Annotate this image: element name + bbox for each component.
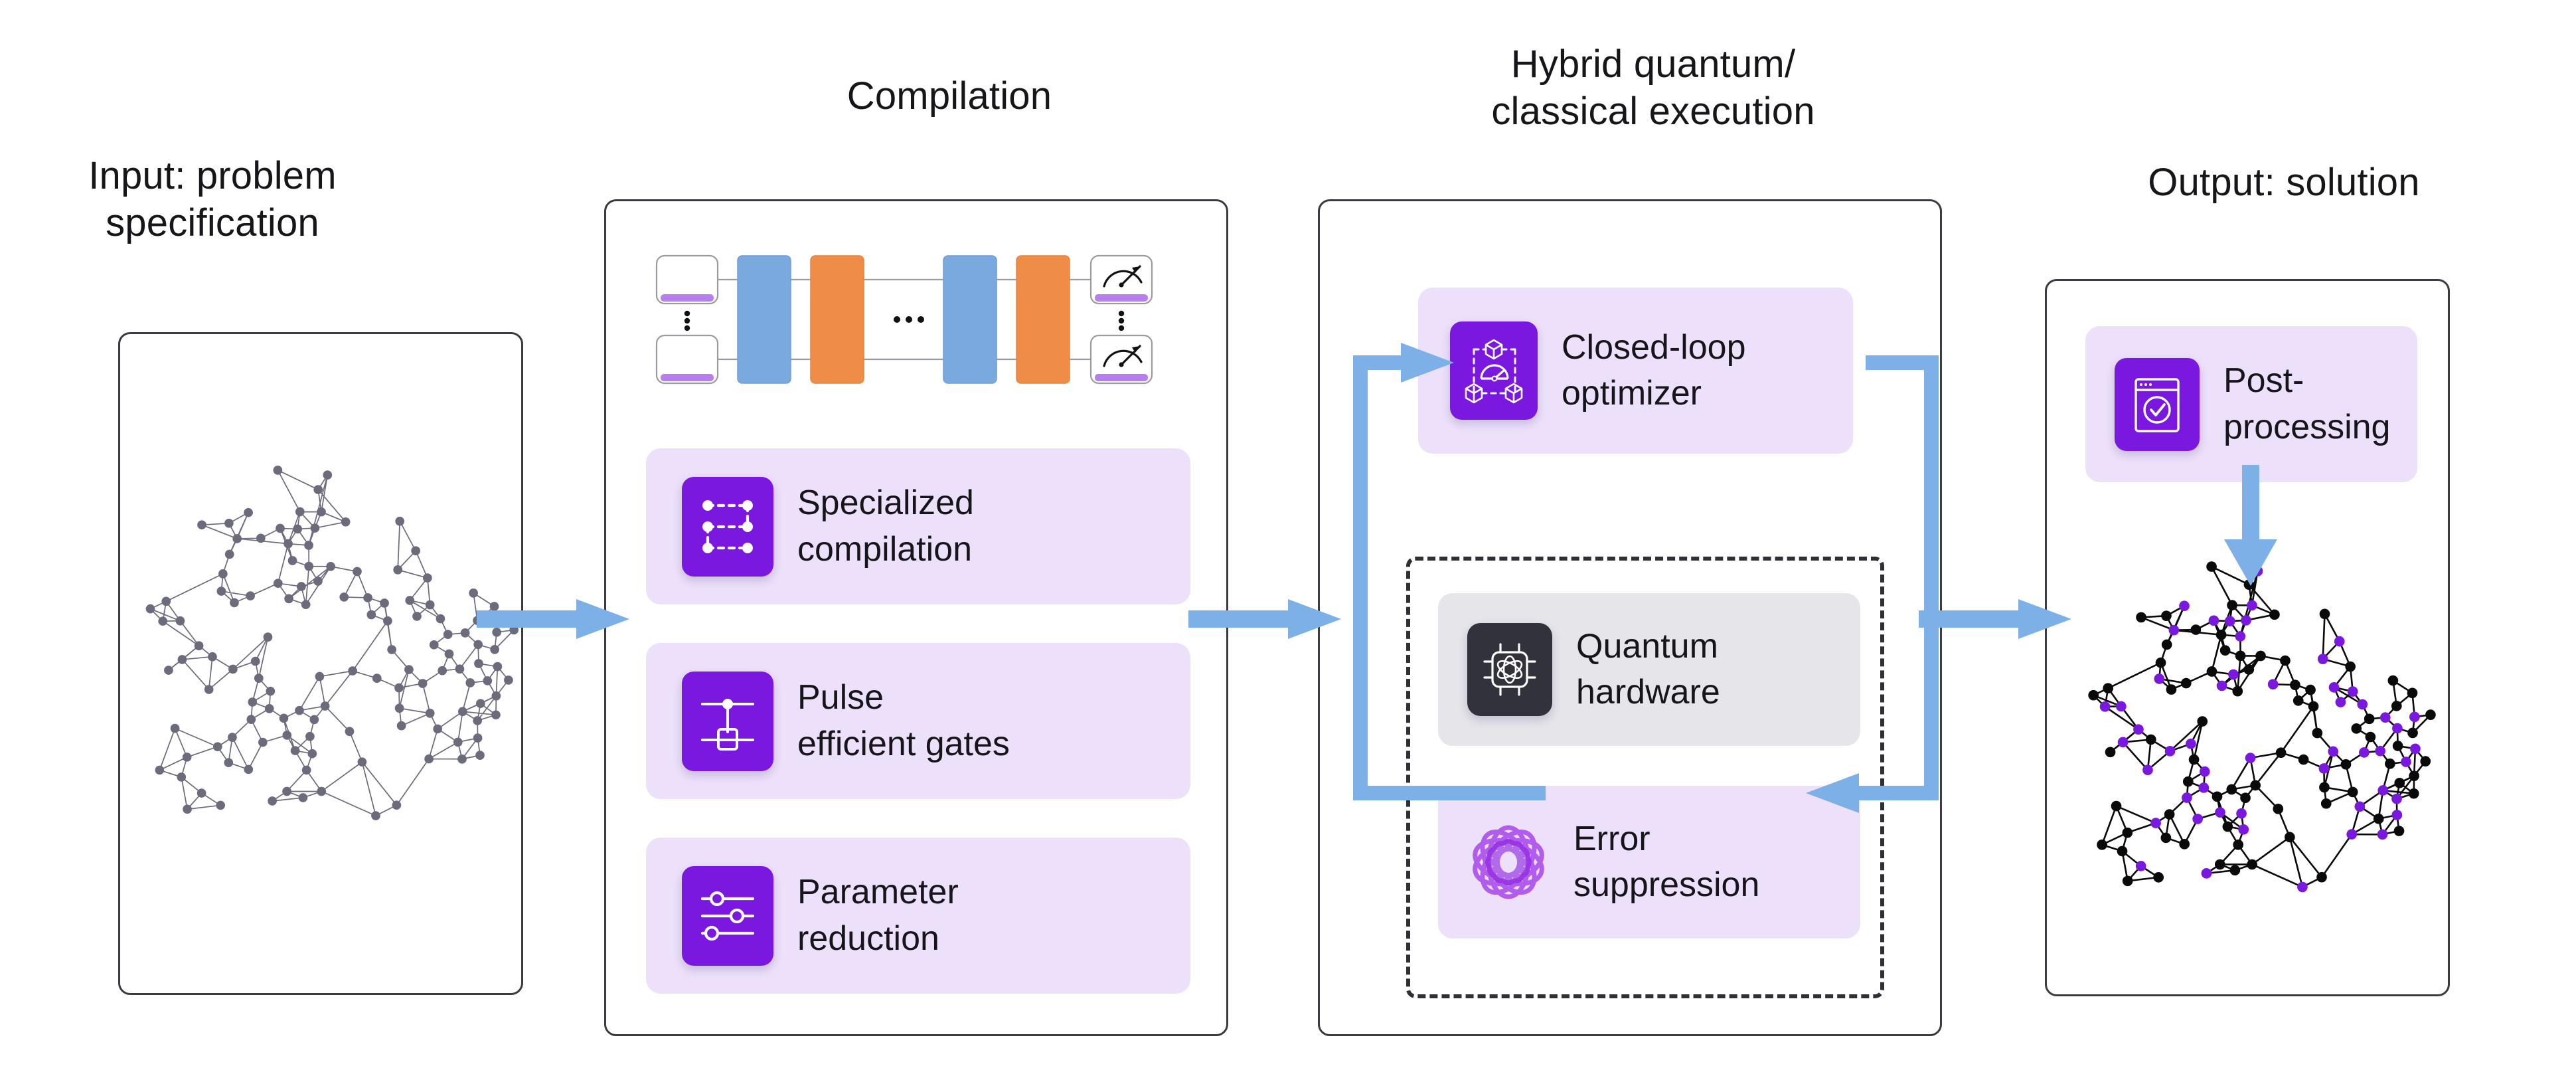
card-error-suppression-label: Error suppression — [1573, 816, 1759, 908]
label-line1: Error — [1573, 819, 1650, 858]
quantum-chip-icon — [1467, 623, 1552, 716]
card-specialized-compilation-label: Specialized compilation — [797, 480, 974, 572]
header-hybrid: Hybrid quantum/ classical execution — [1354, 41, 1952, 135]
card-specialized-compilation[interactable]: Specialized compilation — [646, 448, 1190, 604]
card-closed-loop-optimizer[interactable]: Closed-loop optimizer — [1418, 288, 1853, 454]
label-line2: processing — [2223, 407, 2391, 446]
panel-input — [118, 332, 523, 995]
card-pulse-efficient-gates[interactable]: Pulse efficient gates — [646, 643, 1190, 799]
sliders-icon — [682, 865, 773, 966]
header-input-line2: specification — [106, 201, 319, 244]
card-quantum-hardware-label: Quantum hardware — [1576, 624, 1720, 715]
header-hybrid-line2: classical execution — [1491, 89, 1815, 133]
label-line1: Pulse — [797, 678, 884, 717]
card-parameter-reduction-label: Parameter reduction — [797, 869, 959, 961]
label-line2: suppression — [1573, 865, 1760, 904]
qubit-init-box-bottom — [655, 334, 719, 385]
cubes-gauge-icon — [1450, 321, 1538, 420]
gate-block-blue-1 — [737, 255, 791, 384]
card-pulse-efficient-gates-label: Pulse efficient gates — [797, 675, 1010, 766]
measurement-box-top — [1089, 254, 1153, 305]
label-line1: Parameter — [797, 873, 959, 912]
qubit-vertical-ellipsis-right — [1118, 310, 1125, 331]
card-post-processing[interactable]: Post- processing — [2085, 326, 2417, 482]
qubit-vertical-ellipsis-left — [684, 310, 690, 331]
card-post-processing-label: Post- processing — [2223, 358, 2390, 450]
gate-block-orange-1 — [810, 255, 864, 384]
panel-compilation: Specialized compilation Pulse e — [604, 199, 1228, 1036]
header-input: Input: problem specification — [40, 153, 385, 247]
header-compilation-line1: Compilation — [846, 74, 1052, 118]
header-output-line1: Output: solution — [2148, 161, 2420, 204]
card-closed-loop-optimizer-label: Closed-loop optimizer — [1562, 325, 1746, 416]
output-graph — [2088, 561, 2436, 893]
circuit-horizontal-ellipsis — [894, 316, 924, 323]
label-line1: Quantum — [1576, 626, 1718, 666]
header-hybrid-line1: Hybrid quantum/ — [1510, 43, 1796, 86]
label-line2: hardware — [1576, 673, 1720, 711]
card-error-suppression[interactable]: Error suppression — [1438, 786, 1860, 939]
qubit-init-box-top — [655, 254, 719, 305]
label-line2: efficient gates — [797, 724, 1010, 763]
label-line1: Closed-loop — [1562, 327, 1746, 367]
cnot-gate-icon — [682, 671, 773, 771]
card-quantum-hardware[interactable]: Quantum hardware — [1438, 593, 1860, 746]
label-line1: Post- — [2223, 361, 2304, 401]
error-rosette-icon — [1462, 812, 1555, 912]
gate-block-blue-2 — [943, 255, 997, 384]
header-compilation: Compilation — [717, 73, 1182, 120]
card-parameter-reduction[interactable]: Parameter reduction — [646, 838, 1190, 994]
header-input-line1: Input: problem — [88, 154, 337, 197]
label-line1: Specialized — [797, 484, 974, 523]
dotted-grid-icon — [682, 476, 773, 577]
quantum-circuit-diagram — [645, 248, 1189, 401]
label-line2: reduction — [797, 919, 939, 958]
gate-block-orange-2 — [1016, 255, 1070, 384]
label-line2: optimizer — [1562, 374, 1702, 412]
header-output: Output: solution — [2045, 159, 2523, 207]
panel-output: Post- processing — [2045, 279, 2450, 996]
measurement-box-bottom — [1089, 334, 1153, 385]
label-line2: compilation — [797, 529, 973, 569]
window-check-icon — [2115, 357, 2200, 451]
panel-hybrid-execution: Closed-loop optimizer — [1318, 199, 1942, 1036]
input-graph — [145, 466, 519, 820]
quantum-execution-dashed-box — [1406, 557, 1884, 998]
